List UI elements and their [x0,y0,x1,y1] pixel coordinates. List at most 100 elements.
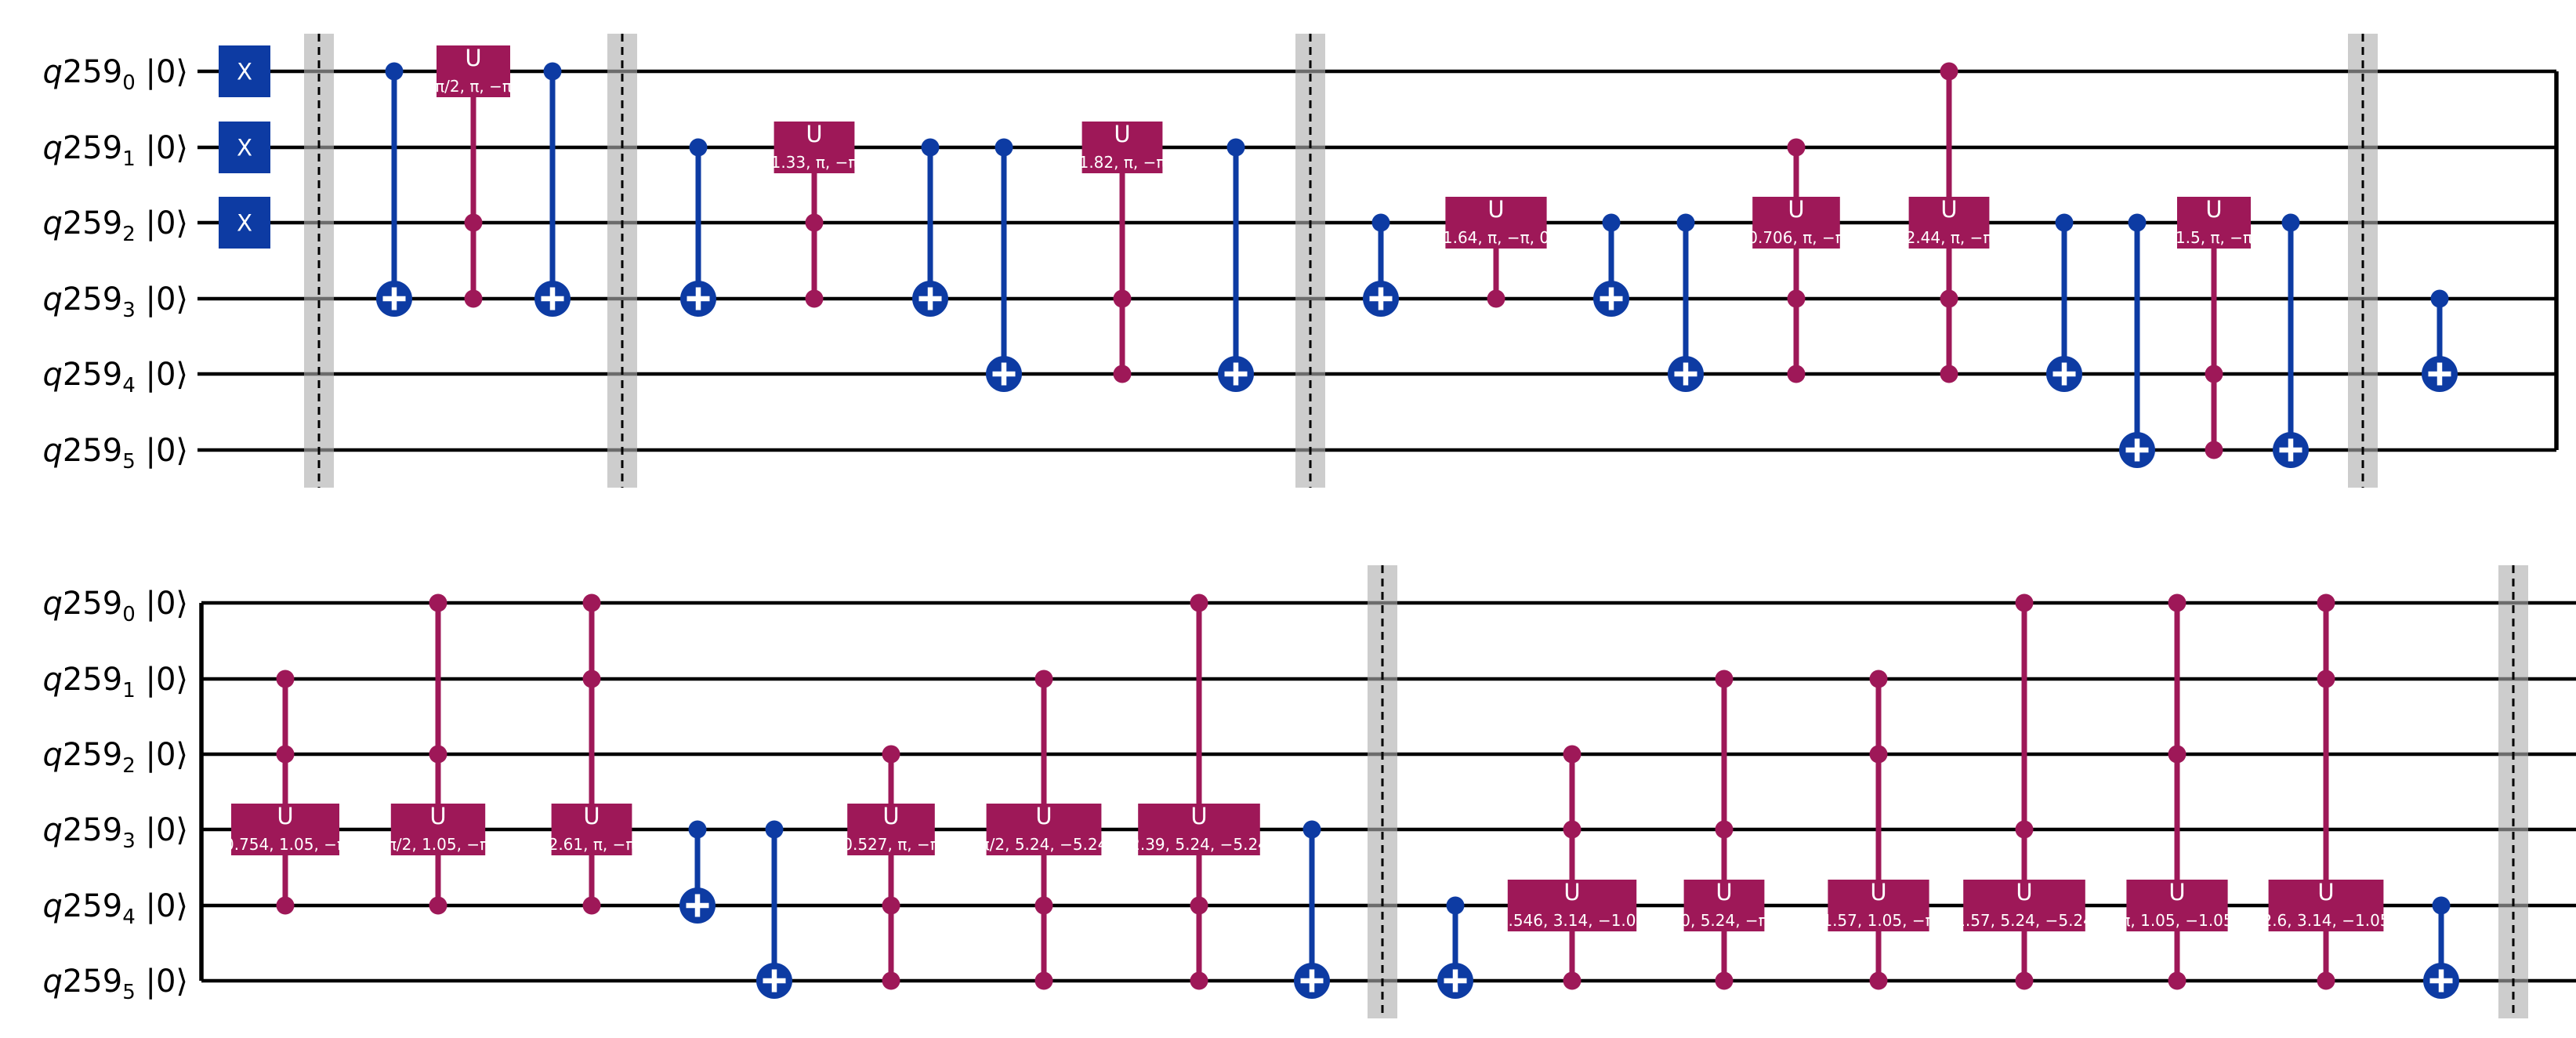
cnot-gate [912,138,948,317]
controlled-u-gate: U 2.61, π, −π [549,593,636,915]
control-dot [1190,971,1208,990]
control-dot [1787,138,1806,157]
u-gate-params: 1.57, 5.24, −5.24 [1955,911,2093,930]
control-dot [1869,745,1888,764]
u-gate-params: 1.82, π, −π [1079,153,1166,172]
control-dot [1715,971,1734,990]
control-dot [2015,971,2034,990]
u-gate-params: π/2, 5.24, −5.24 [980,835,1108,854]
control-dot [1371,213,1390,232]
control-dot [1869,971,1888,990]
cnot-gate [756,820,792,999]
u-gate-box [1507,880,1637,931]
u-gate-params: 2.39, 5.24, −5.24 [1130,835,1268,854]
control-dot [276,745,295,764]
control-dot [2281,213,2300,232]
u-gate-label: U [277,803,293,829]
control-dot [464,213,483,232]
u-gate-box [2268,880,2384,931]
control-dot [1563,745,1581,764]
u-gate-box [1081,122,1163,173]
control-dot [2205,441,2223,459]
control-dot [2205,365,2223,383]
u-gate-params: 0.527, π, −π [842,835,940,854]
controlled-u-gate: U 0.527, π, −π [842,745,940,990]
u-gate-label: U [583,803,600,829]
cnot-gate [1218,138,1254,392]
control-dot [1676,213,1695,232]
controlled-u-gate: U1.5, π, −π [2176,196,2252,459]
u-gate-label: U [1114,121,1130,147]
qubit-label: q2594 |0⟩ [42,357,188,397]
u-gate-label: U [1940,196,1957,223]
x-gate-label: X [237,210,252,237]
cnot-gate [2422,289,2458,392]
u-gate-params: π, 1.05, −1.05 [2121,911,2233,930]
control-dot [921,138,940,157]
barrier [1295,34,1325,488]
control-dot [582,670,601,688]
u-gate-label: U [882,803,899,829]
u-gate-params: 1.64, π, −π, 0 [1443,228,1549,247]
x-gate-label: X [237,135,252,162]
control-dot [1190,593,1208,612]
controlled-u-gate: U 0, 5.24, −π [1680,670,1768,990]
control-dot [1034,896,1053,915]
u-gate-params: 2.61, π, −π [549,835,636,854]
u-gate-params: 1.57, 1.05, −π [1822,911,1934,930]
u-gate-params: 0.754, 1.05, −π [224,835,346,854]
control-dot [276,670,295,688]
u-gate-params: π/2, π, −π [435,77,512,96]
control-dot [1190,896,1208,915]
controlled-u-gate: Uπ/2, 5.24, −5.24 [980,670,1108,990]
controlled-u-gate: U 1.82, π, −π [1079,121,1166,383]
u-gate-box [1683,880,1765,931]
x-gate-box [219,45,270,97]
controlled-u-gate: U0.546, 3.14, −1.05 [1498,745,1646,990]
u-gate-box [1963,880,2085,931]
control-dot [2317,670,2335,688]
controlled-u-gate: U1.33, π, −π [771,121,857,308]
cnot-gate [2119,213,2155,468]
cnot-gate [679,820,716,924]
control-dot [805,213,824,232]
control-dot [882,745,900,764]
controlled-u-gate: U 2.39, 5.24, −5.24 [1130,593,1268,990]
control-dot [464,289,483,308]
qubit-label: q2590 |0⟩ [42,54,188,95]
u-gate-box [774,122,855,173]
control-dot [582,896,601,915]
u-gate-label: U [1487,196,1504,223]
u-gate-box [986,804,1102,855]
x-gate-label: X [237,59,252,85]
u-gate-label: U [1190,803,1207,829]
control-dot [2168,971,2187,990]
control-dot [805,289,824,308]
u-gate-box [437,45,510,97]
controlled-u-gate: U1.57, 1.05, −π [1822,670,1935,990]
barrier [2498,565,2528,1018]
control-dot [1602,213,1621,232]
qubit-label: q2595 |0⟩ [42,433,188,474]
cnot-gate [1593,213,1629,317]
u-gate-label: U [1716,879,1732,906]
controlled-u-gate: U2.6, 3.14, −1.05 [2262,593,2390,990]
control-dot [1034,971,1053,990]
qubit-label: q2591 |0⟩ [42,130,188,171]
control-dot [1487,289,1505,308]
control-dot [1226,138,1245,157]
control-dot [2168,745,2187,764]
u-gate-params: 0, 5.24, −π [1680,911,1767,930]
qubit-label: q2595 |0⟩ [42,964,188,1004]
control-dot [1869,670,1888,688]
control-dot [2015,593,2034,612]
controlled-u-gate: U2.44, π, −π [1906,62,1992,383]
control-dot [543,62,562,81]
u-gate-label: U [2205,196,2222,223]
x-gate-box [219,122,270,173]
barrier [2348,34,2378,488]
u-gate-box [1828,880,1929,931]
x-gate: X [219,122,270,173]
u-gate-box [390,804,486,855]
